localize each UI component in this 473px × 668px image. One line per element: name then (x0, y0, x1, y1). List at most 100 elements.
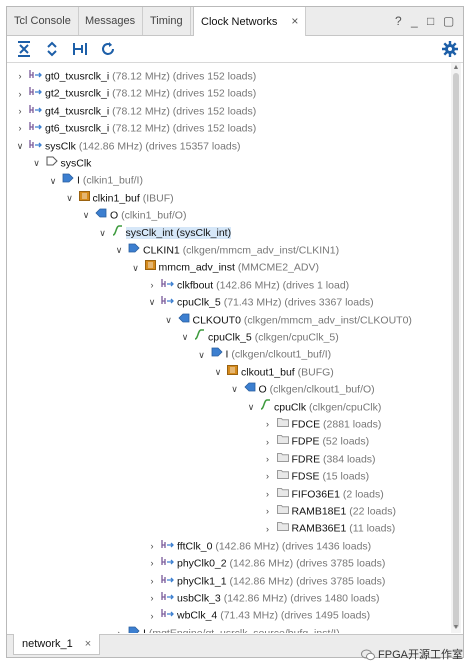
net-bus-icon (29, 138, 42, 155)
tree-row[interactable]: ∨cpuClk (clkgen/cpuClk) (246, 398, 381, 416)
tree-node-name: I (143, 627, 146, 633)
tree-row[interactable]: ›gt0_txusrclk_i (78.12 MHz) (drives 152 … (15, 68, 256, 85)
minimize-icon[interactable]: _ (411, 14, 418, 28)
tree-row[interactable]: ∨I (clkin1_buf/I) (48, 172, 143, 189)
tree-row[interactable]: ›FDPE (52 loads) (263, 433, 369, 450)
tree-row[interactable]: ∨clkin1_buf (IBUF) (65, 190, 174, 207)
chevron-down-icon[interactable]: ∨ (49, 175, 57, 186)
chevron-down-icon[interactable]: ∨ (115, 245, 123, 256)
hierarchy-icon[interactable] (71, 40, 89, 58)
tree-row[interactable]: ∨sysClk (32, 155, 91, 172)
chevron-down-icon[interactable]: ∨ (198, 349, 205, 360)
vertical-scrollbar[interactable]: ▲ ▼ (451, 63, 461, 633)
tree-row[interactable]: ∨mmcm_adv_inst (MMCME2_ADV) (131, 259, 319, 276)
chevron-down-icon[interactable]: ∨ (231, 384, 238, 395)
tree-row[interactable]: ›phyClk1_1 (142.86 MHz) (drives 3785 loa… (147, 573, 385, 590)
tab-tcl-console[interactable]: Tcl Console (7, 7, 79, 35)
scroll-up-icon[interactable]: ▲ (452, 64, 460, 71)
collapse-all-icon[interactable] (15, 40, 33, 58)
tree-node-name: cpuClk_5 (177, 296, 221, 309)
tab-messages[interactable]: Messages (78, 7, 144, 35)
tree-node-name: phyClk0_2 (177, 557, 227, 570)
chevron-right-icon[interactable]: › (266, 506, 269, 517)
tree-row[interactable]: ›gt6_txusrclk_i (78.12 MHz) (drives 152 … (15, 120, 256, 137)
chevron-right-icon[interactable]: › (266, 436, 269, 447)
chevron-right-icon[interactable]: › (150, 541, 154, 552)
tree-row[interactable]: › FDRE (384 loads) (263, 451, 376, 468)
tree-row[interactable]: ›I (mgtEngine/gt_usrclk_source/bufg_inst… (114, 625, 340, 633)
tree-row[interactable]: ›clkfbout (142.86 MHz) (drives 1 load) (147, 277, 349, 294)
tree-row[interactable]: ›wbClk_4 (71.43 MHz) (drives 1495 loads) (147, 607, 370, 624)
restore-icon[interactable]: □ (427, 14, 435, 28)
chevron-right-icon[interactable]: › (266, 454, 269, 465)
tree-row[interactable]: ∨O (clkgen/clkout1_buf/O) (230, 381, 375, 398)
chevron-right-icon[interactable]: › (266, 523, 269, 534)
chevron-down-icon[interactable]: ∨ (165, 314, 172, 325)
tree-row[interactable]: ›RAMB18E1 (22 loads) (263, 503, 396, 520)
chevron-right-icon[interactable]: › (150, 280, 154, 291)
tree-node-name: FIFO36E1 (291, 487, 340, 500)
tree-node-detail: (384 loads) (323, 453, 376, 466)
chevron-right-icon[interactable]: › (18, 71, 22, 82)
settings-gear-icon[interactable] (441, 40, 459, 58)
tab-clock-networks[interactable]: Clock Networks× (193, 7, 307, 36)
chevron-down-icon[interactable]: ∨ (33, 158, 40, 169)
tree-row[interactable]: ∨O (clkin1_buf/O) (81, 207, 186, 224)
close-tab-icon[interactable]: × (291, 14, 299, 28)
tree-node-name: clkfbout (177, 279, 214, 292)
maximize-icon[interactable]: ▢ (443, 14, 455, 28)
chevron-down-icon[interactable]: ∨ (148, 297, 156, 308)
scroll-down-icon[interactable]: ▼ (452, 624, 460, 631)
tree-row[interactable]: ›FDSE (15 loads) (263, 468, 369, 485)
tab-timing[interactable]: Timing (143, 7, 191, 35)
chevron-right-icon[interactable]: › (18, 123, 22, 134)
help-icon[interactable]: ? (395, 14, 402, 28)
chevron-down-icon[interactable]: ∨ (181, 332, 189, 343)
chevron-right-icon[interactable]: › (150, 575, 154, 586)
tree-row[interactable]: ›FDCE (2881 loads) (263, 416, 381, 433)
cell-icon (227, 364, 238, 381)
tree-row[interactable]: ›gt4_txusrclk_i (78.12 MHz) (drives 152 … (15, 103, 256, 120)
tree-row[interactable]: ›fftClk_0 (142.86 MHz) (drives 1436 load… (147, 538, 371, 555)
chevron-down-icon[interactable]: ∨ (16, 140, 24, 151)
tree-row[interactable]: ›RAMB36E1 (11 loads) (263, 520, 396, 537)
tree-node-name: sysClk (45, 139, 76, 152)
chevron-right-icon[interactable]: › (266, 488, 269, 499)
expand-all-icon[interactable] (43, 40, 61, 58)
chevron-down-icon[interactable]: ∨ (66, 193, 73, 204)
tree-row[interactable]: ›FIFO36E1 (2 loads) (263, 486, 384, 503)
tree-row[interactable]: ∨sysClk_int (sysClk_int) (98, 224, 232, 242)
scrollbar-thumb[interactable] (453, 73, 459, 628)
refresh-icon[interactable] (99, 40, 117, 58)
chevron-right-icon[interactable]: › (150, 610, 154, 621)
chevron-down-icon[interactable]: ∨ (247, 401, 255, 412)
chevron-right-icon[interactable]: › (150, 558, 154, 569)
tree-row[interactable]: ∨sysClk (142.86 MHz) (drives 15357 loads… (15, 138, 241, 155)
chevron-down-icon[interactable]: ∨ (132, 262, 139, 273)
tab-network-1[interactable]: network_1× (13, 634, 101, 655)
chevron-down-icon[interactable]: ∨ (82, 210, 90, 221)
tree-row[interactable]: ∨I (clkgen/clkout1_buf/I) (197, 346, 331, 363)
chevron-right-icon[interactable]: › (150, 593, 154, 604)
chevron-right-icon[interactable]: › (266, 419, 269, 430)
tree-node-detail: (11 loads) (349, 522, 396, 535)
chevron-right-icon[interactable]: › (18, 106, 22, 117)
tree-row[interactable]: ›gt2_txusrclk_i (78.12 MHz) (drives 152 … (15, 85, 256, 102)
chevron-right-icon[interactable]: › (114, 625, 124, 633)
chevron-down-icon[interactable]: ∨ (99, 227, 106, 238)
pin-in-icon (128, 625, 140, 633)
clock-network-tree: ›gt0_txusrclk_i (78.12 MHz) (drives 152 … (7, 63, 449, 633)
tree-row[interactable]: ∨CLKIN1 (clkgen/mmcm_adv_inst/CLKIN1) (114, 242, 339, 259)
tree-node-detail: (71.43 MHz) (drives 3367 loads) (223, 296, 374, 309)
close-network-tab-icon[interactable]: × (84, 638, 92, 650)
tree-row[interactable]: ∨cpuClk_5 (clkgen/cpuClk_5) (180, 329, 339, 346)
chevron-right-icon[interactable]: › (18, 88, 22, 99)
chevron-right-icon[interactable]: › (266, 471, 269, 482)
tree-row[interactable]: ›phyClk0_2 (142.86 MHz) (drives 3785 loa… (147, 555, 385, 572)
tree-row[interactable]: ∨CLKOUT0 (clkgen/mmcm_adv_inst/CLKOUT0) (164, 312, 412, 329)
tree-node-name: FDRE (291, 453, 321, 466)
chevron-down-icon[interactable]: ∨ (214, 367, 222, 378)
tree-row[interactable]: ›usbClk_3 (142.86 MHz) (drives 1480 load… (147, 590, 380, 607)
tree-row[interactable]: ∨clkout1_buf (BUFG) (213, 364, 334, 381)
tree-row[interactable]: ∨ cpuClk_5 (71.43 MHz) (drives 3367 loads… (147, 294, 374, 311)
